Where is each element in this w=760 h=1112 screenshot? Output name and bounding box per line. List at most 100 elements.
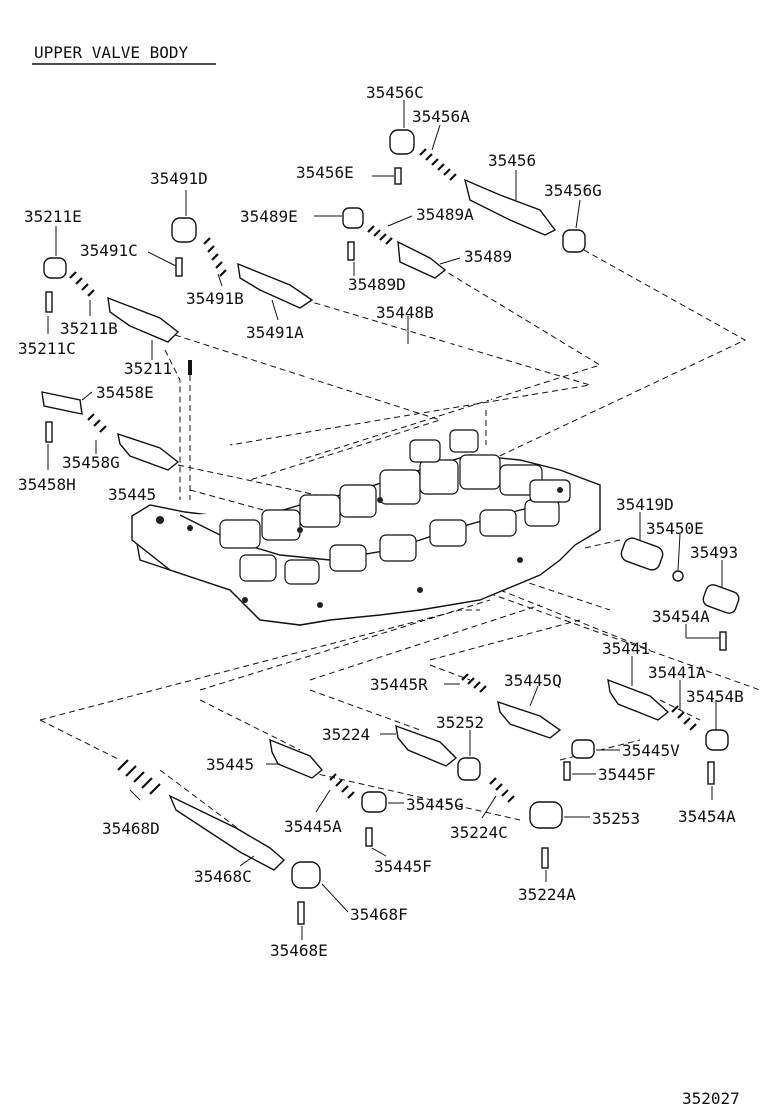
label-35491C: 35491C bbox=[80, 241, 138, 260]
spring-35456A bbox=[419, 148, 457, 181]
spring-35445A bbox=[329, 773, 355, 799]
label-35489A: 35489A bbox=[416, 205, 474, 224]
label-35419D: 35419D bbox=[616, 495, 674, 514]
label-35441A: 35441A bbox=[648, 663, 706, 682]
label-35489D: 35489D bbox=[348, 275, 406, 294]
label-35445A: 35445A bbox=[284, 817, 342, 836]
label-35454A-bottom: 35454A bbox=[678, 807, 736, 826]
valve-35445-mid bbox=[269, 738, 324, 779]
label-35491D: 35491D bbox=[150, 169, 208, 188]
label-35445Q: 35445Q bbox=[504, 671, 562, 690]
plug-35445G bbox=[361, 791, 387, 813]
label-35211: 35211 bbox=[124, 359, 172, 378]
valve-35445-top bbox=[117, 432, 180, 471]
spring-35445R bbox=[461, 673, 487, 693]
spring-35441A bbox=[671, 705, 697, 731]
leader-lines bbox=[47, 100, 723, 940]
plug-35211E bbox=[43, 257, 67, 279]
label-35224C: 35224C bbox=[450, 823, 508, 842]
pin-35468E bbox=[297, 901, 305, 925]
diagram-title: UPPER VALVE BODY bbox=[34, 43, 188, 62]
label-35445V: 35445V bbox=[622, 741, 680, 760]
label-35489E: 35489E bbox=[240, 207, 298, 226]
upper-valve-body bbox=[131, 429, 601, 626]
label-35468F: 35468F bbox=[350, 905, 408, 924]
pipe-35448B-highlight bbox=[189, 338, 491, 410]
plug-35252 bbox=[457, 757, 481, 781]
label-35211C: 35211C bbox=[18, 339, 76, 358]
valve-35445Q bbox=[497, 700, 562, 739]
label-35445R: 35445R bbox=[370, 675, 428, 694]
label-35493: 35493 bbox=[690, 543, 738, 562]
label-35224: 35224 bbox=[322, 725, 370, 744]
label-35445G: 35445G bbox=[406, 795, 464, 814]
spring-35224C bbox=[489, 777, 515, 803]
label-35448B: 35448B bbox=[376, 303, 434, 322]
spring-35458G bbox=[87, 413, 107, 433]
pin-35211C bbox=[45, 291, 53, 313]
valve-35441 bbox=[607, 678, 670, 721]
pin-35454A-bottom bbox=[707, 761, 715, 785]
spring-35468D bbox=[117, 759, 161, 795]
label-35456: 35456 bbox=[488, 151, 536, 170]
plug-35489E bbox=[342, 207, 364, 229]
spring-35211B bbox=[69, 271, 95, 297]
plug-35454B bbox=[705, 729, 729, 751]
figure-number: 352027 bbox=[682, 1089, 740, 1108]
label-35445F-mid: 35445F bbox=[374, 857, 432, 876]
pin-35445F-right bbox=[563, 761, 571, 781]
label-35489: 35489 bbox=[464, 247, 512, 266]
plug-35456C bbox=[389, 129, 415, 155]
pin-35489D bbox=[347, 241, 355, 261]
plug-35468F bbox=[291, 861, 321, 889]
plug-35445V bbox=[571, 739, 595, 759]
pin-35456E bbox=[394, 167, 402, 185]
pin-35454A-top bbox=[719, 631, 727, 651]
label-35458E: 35458E bbox=[96, 383, 154, 402]
label-35253: 35253 bbox=[592, 809, 640, 828]
label-35468D: 35468D bbox=[102, 819, 160, 838]
label-35468E: 35468E bbox=[270, 941, 328, 960]
plug-35458E bbox=[41, 391, 83, 415]
plug-35491D bbox=[171, 217, 197, 243]
label-35211B: 35211B bbox=[60, 319, 118, 338]
label-35491B: 35491B bbox=[186, 289, 244, 308]
valve-35456 bbox=[463, 178, 557, 236]
valve-35468C bbox=[168, 794, 286, 871]
pin-35491C bbox=[175, 257, 183, 277]
label-35445-mid: 35445 bbox=[206, 755, 254, 774]
valve-35224 bbox=[395, 724, 458, 767]
label-35454B: 35454B bbox=[686, 687, 744, 706]
label-35224A: 35224A bbox=[518, 885, 576, 904]
part-labels: 35456C 35456A 35456 35456E 35456G 35491D… bbox=[18, 83, 744, 960]
label-35458G: 35458G bbox=[62, 453, 120, 472]
spring-35489A bbox=[367, 225, 393, 245]
label-35456A: 35456A bbox=[412, 107, 470, 126]
valve-35491A bbox=[237, 262, 314, 309]
pipe-35448B bbox=[189, 339, 491, 410]
label-35211E: 35211E bbox=[24, 207, 82, 226]
valve-35489 bbox=[397, 240, 447, 279]
label-35450E: 35450E bbox=[646, 519, 704, 538]
plug-35419D bbox=[620, 537, 664, 571]
label-35445F-right: 35445F bbox=[598, 765, 656, 784]
pin-35445F-mid bbox=[365, 827, 373, 847]
ball-35450E bbox=[672, 570, 684, 582]
label-35456G: 35456G bbox=[544, 181, 602, 200]
label-35454A-top: 35454A bbox=[652, 607, 710, 626]
parts bbox=[41, 129, 740, 925]
label-35441: 35441 bbox=[602, 639, 650, 658]
label-35252: 35252 bbox=[436, 713, 484, 732]
spring-35491B bbox=[203, 237, 227, 277]
pin-35458H bbox=[45, 421, 53, 443]
pin-35224A bbox=[541, 847, 549, 869]
plug-35493 bbox=[702, 584, 740, 614]
label-35456E: 35456E bbox=[296, 163, 354, 182]
plug-35456G bbox=[562, 229, 586, 253]
label-35468C: 35468C bbox=[194, 867, 252, 886]
valve-35211 bbox=[107, 296, 180, 343]
label-35456C: 35456C bbox=[366, 83, 424, 102]
label-35445-top: 35445 bbox=[108, 485, 156, 504]
plug-35253 bbox=[529, 801, 563, 829]
